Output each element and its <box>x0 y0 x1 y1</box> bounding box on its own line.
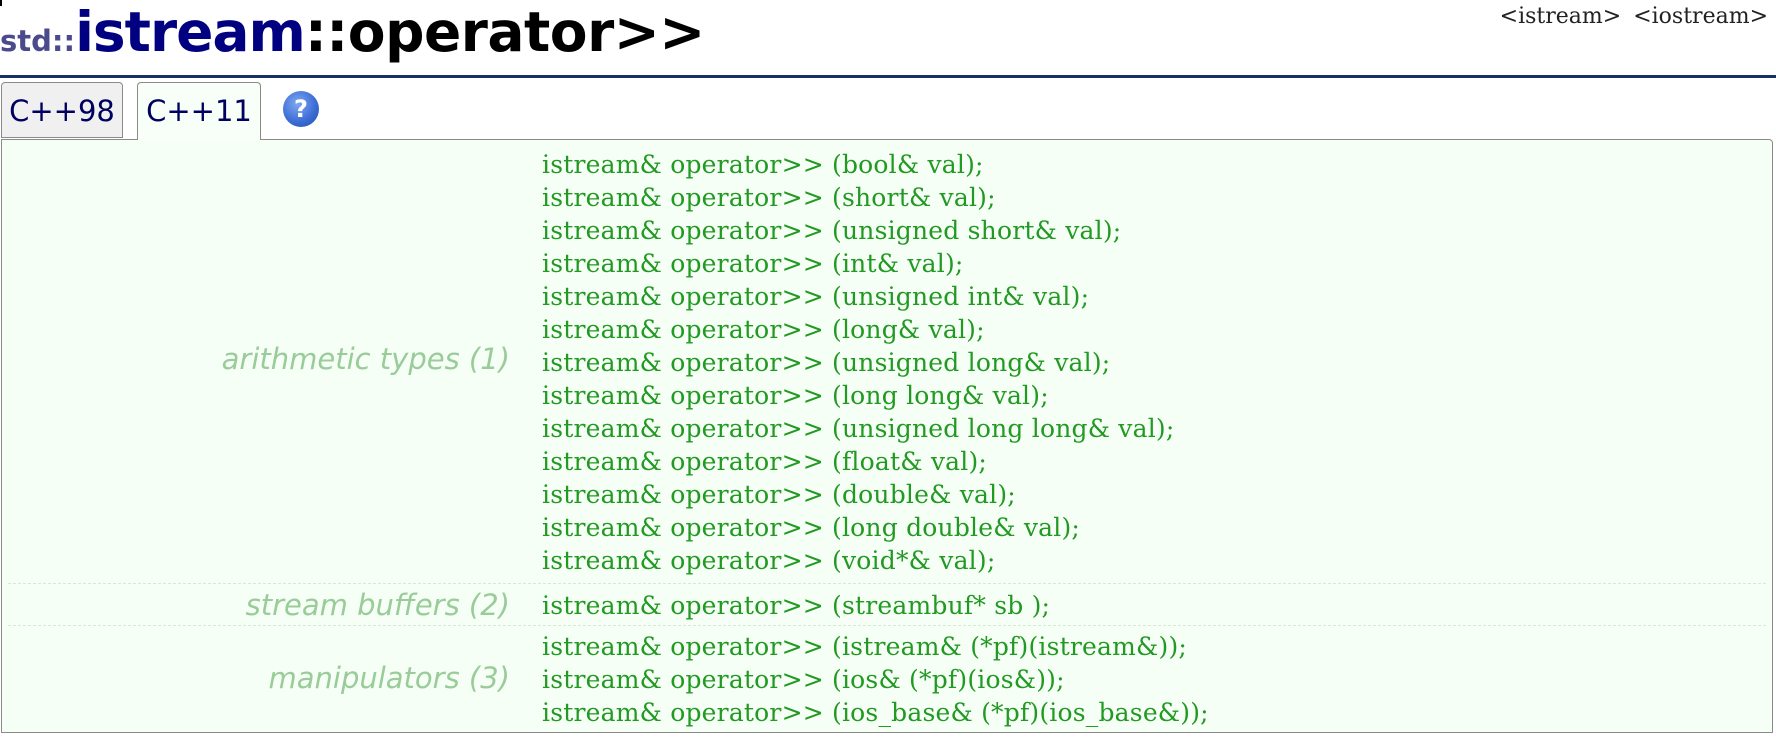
group-arithmetic-types: arithmetic types (1) istream& operator>>… <box>8 146 1766 583</box>
tab-cpp98[interactable]: C++98 <box>1 82 123 138</box>
header-iostream[interactable]: <iostream> <box>1633 4 1768 29</box>
group-label: arithmetic types (1) <box>221 342 510 376</box>
title-namespace: std:: <box>0 24 76 58</box>
prototype-panel: arithmetic types (1) istream& operator>>… <box>1 139 1773 733</box>
help-icon[interactable]: ? <box>283 91 319 127</box>
prototype-line: istream& operator>> (void*& val); <box>542 546 996 575</box>
group-label: manipulators (3) <box>268 661 510 695</box>
prototype-list: istream& operator>> (streambuf* sb ); <box>542 589 1050 622</box>
prototype-line: istream& operator>> (long double& val); <box>542 513 1081 542</box>
prototype-line: istream& operator>> (float& val); <box>542 447 988 476</box>
title-member: ::operator>> <box>304 0 706 64</box>
prototype-line: istream& operator>> (short& val); <box>542 183 996 212</box>
prototype-line: istream& operator>> (long& val); <box>542 315 985 344</box>
prototype-line: istream& operator>> (int& val); <box>542 249 964 278</box>
prototype-line: istream& operator>> (bool& val); <box>542 150 984 179</box>
header-files: <istream> <iostream> <box>1488 4 1768 29</box>
prototype-line: istream& operator>> (ios& (*pf)(ios&)); <box>542 665 1065 694</box>
group-label: stream buffers (2) <box>245 588 510 622</box>
prototype-line: istream& operator>> (istream& (*pf)(istr… <box>542 632 1188 661</box>
prototype-line: istream& operator>> (unsigned long& val)… <box>542 348 1111 377</box>
prototype-line: istream& operator>> (unsigned short& val… <box>542 216 1122 245</box>
tab-cpp11[interactable]: C++11 <box>137 82 261 140</box>
prototype-line: istream& operator>> (double& val); <box>542 480 1016 509</box>
prototype-list: istream& operator>> (istream& (*pf)(istr… <box>542 630 1209 729</box>
group-manipulators: manipulators (3) istream& operator>> (is… <box>8 625 1766 729</box>
prototype-line: istream& operator>> (unsigned int& val); <box>542 282 1090 311</box>
header-istream[interactable]: <istream> <box>1499 4 1622 29</box>
page-title: std::istream::operator>> <box>0 0 705 64</box>
prototype-list: istream& operator>> (bool& val); istream… <box>542 148 1175 577</box>
prototype-line: istream& operator>> (ios_base& (*pf)(ios… <box>542 698 1209 727</box>
title-divider <box>0 75 1776 78</box>
group-stream-buffers: stream buffers (2) istream& operator>> (… <box>8 583 1766 626</box>
title-class: istream <box>75 0 306 64</box>
corner-mark <box>0 0 2 6</box>
prototype-line: istream& operator>> (long long& val); <box>542 381 1049 410</box>
prototype-line: istream& operator>> (streambuf* sb ); <box>542 591 1051 620</box>
prototype-line: istream& operator>> (unsigned long long&… <box>542 414 1175 443</box>
version-tabs: C++98 C++11 ? <box>1 82 1775 140</box>
